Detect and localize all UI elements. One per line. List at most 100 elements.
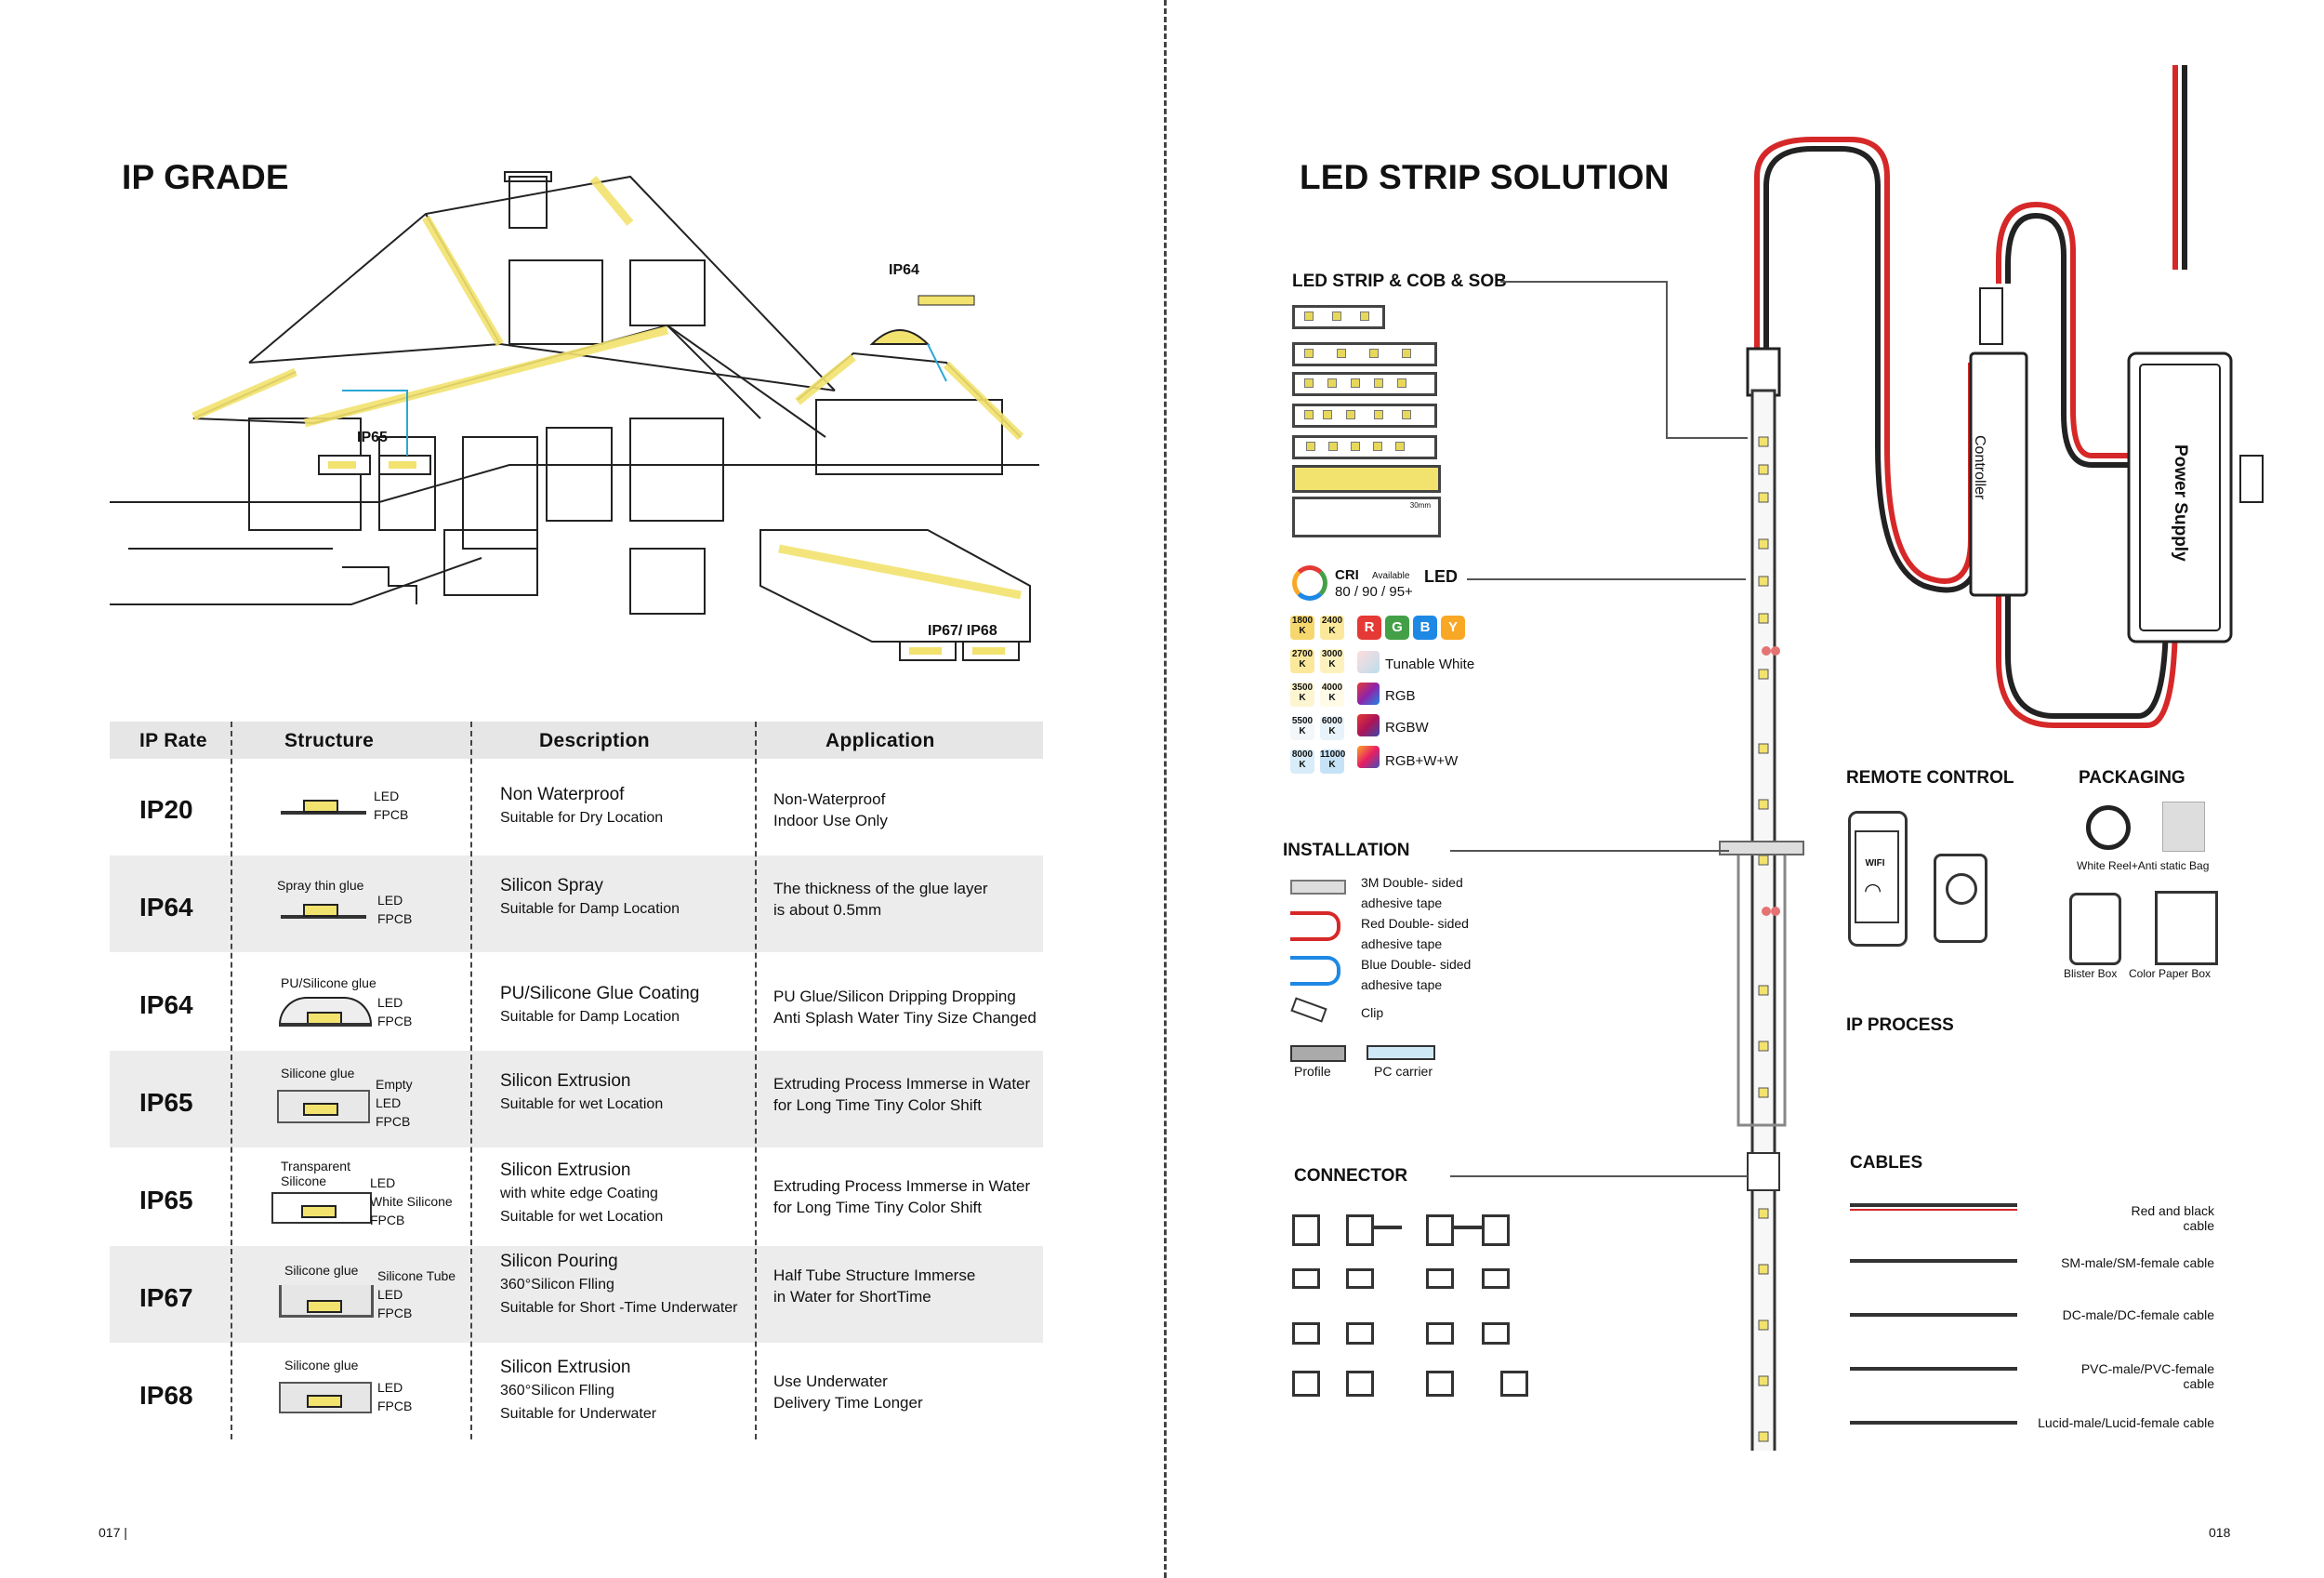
color-r-badge: R [1357,616,1381,640]
row-application: Use Underwater Delivery Time Longer [773,1372,923,1412]
cable-icon [1850,1209,2017,1211]
connector-icon [1426,1268,1454,1289]
connector-icon [1346,1322,1374,1345]
led-chip [307,1300,342,1313]
reel-icon [2086,805,2131,850]
connector-icon [1426,1371,1454,1397]
header-structure: Structure [284,730,375,751]
header-application: Application [825,730,935,751]
structure-label: LED [376,1095,402,1110]
row-application: Non-Waterproof Indoor Use Only [773,790,888,829]
led-chip [303,800,338,813]
ip65-callout: IP65 [357,430,388,445]
led-chip [307,1395,342,1408]
structure-label: LED [377,1380,403,1395]
ip-process-title: IP PROCESS [1846,1015,1954,1035]
house-illustration [110,171,1039,661]
callout-line [1666,281,1668,437]
installation-list: 3M Double- sided adhesive tape Red Doubl… [1361,875,1472,1020]
strip-section-title: LED STRIP & COB & SOB [1292,272,1507,291]
connector-icon [1482,1322,1510,1345]
column-divider [231,722,232,1439]
structure-label: LED [370,1175,396,1190]
header-description: Description [539,730,650,751]
header-ip-rate: IP Rate [139,730,207,751]
strip-size-label: 30mm [1409,501,1431,510]
table-header [110,722,1043,759]
cri-wheel-icon [1292,565,1327,601]
ip67-68-callout: IP67/ IP68 [928,623,997,639]
ip-rate: IP64 [139,893,193,922]
table-row [110,1246,1043,1343]
led-chip [303,904,338,917]
packaging-label: Color Paper Box [2129,967,2212,980]
cob-strip-sample [1292,465,1441,493]
profile-icon [1290,1045,1346,1062]
page-title: LED STRIP SOLUTION [1300,158,1670,196]
row-description: Silicon Spray Suitable for Damp Location [500,876,680,917]
cable-icon [1850,1203,2017,1207]
cables-title: CABLES [1850,1153,1923,1173]
structure-label: Spray thin glue [277,878,364,893]
structure-label: LED [377,1287,403,1302]
structure-label: Empty [376,1077,413,1092]
table-row [110,855,1043,952]
cable-icon [1850,1259,2017,1263]
structure-label: Silicone glue [281,1066,355,1081]
power-supply-label: Power Supply [2171,444,2190,562]
fpcb-layer [281,915,366,919]
callout-line [1666,437,1748,439]
led-strip-sample [1292,372,1437,396]
sob-strip-sample: 30mm [1292,497,1441,537]
led-strip-sample [1292,435,1437,459]
structure-label: White Silicone [370,1194,453,1209]
connector-icon [1346,1214,1374,1246]
remote-control-title: REMOTE CONTROL [1846,768,2014,788]
page-title: IP GRADE [122,158,289,196]
connector-icon [1292,1371,1320,1397]
row-description: Silicon Extrusion with white edge Coatin… [500,1160,664,1225]
connector-wire [1454,1226,1482,1229]
structure-label: LED [377,893,403,908]
led-chip [301,1205,337,1218]
callout-line [1467,578,1746,580]
led-strip-sample [1292,305,1385,329]
silicone-tube [277,1090,370,1123]
structure-label: FPCB [377,1014,413,1028]
connector-icon [1482,1268,1510,1289]
cable-label: Lucid-male/Lucid-female cable [2038,1415,2214,1430]
callout-line [1450,850,1729,852]
column-divider [470,722,472,1439]
structure-label: FPCB [376,1114,411,1129]
ip-rate: IP68 [139,1381,193,1410]
pc-carrier-icon [1367,1045,1435,1060]
connector-icon [1426,1214,1454,1246]
color-y-badge: Y [1441,616,1465,640]
wiring-diagram [1719,65,2264,1451]
row-description: PU/Silicone Glue Coating Suitable for Da… [500,984,700,1025]
structure-label: PU/Silicone glue [281,975,376,990]
row-description: Silicon Pouring 360°Silicon Flling Suita… [500,1252,738,1316]
ip-rate: IP64 [139,990,193,1019]
packaging-title: PACKAGING [2079,768,2185,788]
connector-icon [1346,1268,1374,1289]
rgb-swatch [1357,683,1380,705]
color-type-label: RGBW [1385,720,1429,736]
cable-icon [1850,1313,2017,1317]
callout-line [1500,281,1666,283]
row-application: Extruding Process Immerse in Water for L… [773,1177,1031,1216]
color-g-badge: G [1385,616,1409,640]
row-application: Half Tube Structure Immerse in Water for… [773,1266,976,1306]
table-row [110,1051,1043,1147]
led-strip-sample [1292,342,1437,366]
installation-title: INSTALLATION [1283,841,1410,860]
color-type-label: Tunable White [1385,656,1475,672]
